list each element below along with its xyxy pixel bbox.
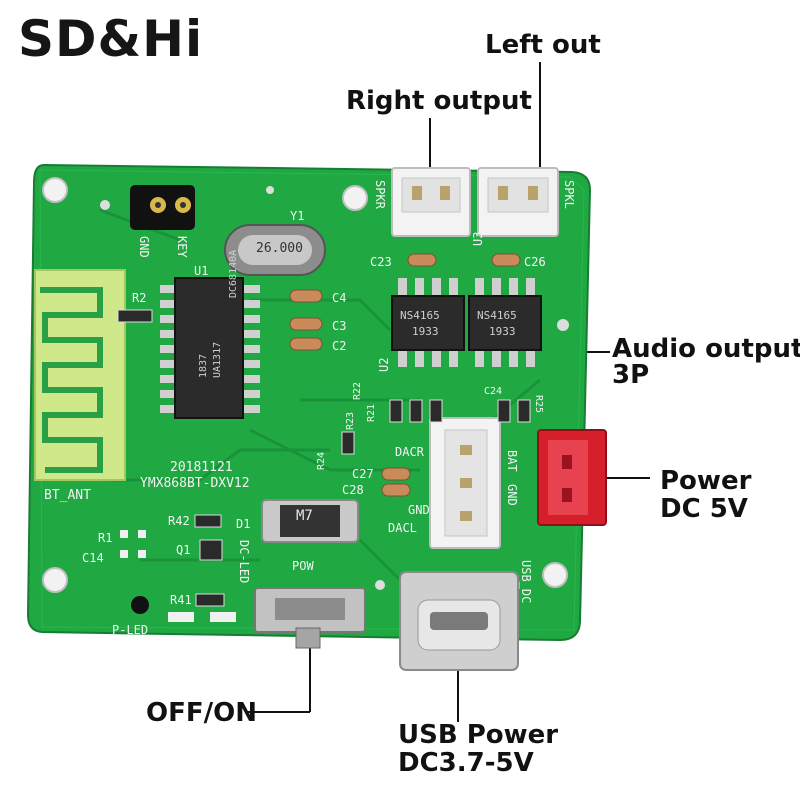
silk-spkl: SPKL (562, 180, 576, 209)
silk-u3: U3 (471, 231, 485, 246)
silk-c3: C3 (332, 319, 347, 333)
usb-connector (399, 571, 519, 671)
callout-audio-output-1: Audio output (612, 334, 800, 364)
silk-p-led: P-LED (112, 623, 149, 637)
silk-dacr: DACR (395, 445, 424, 459)
silk-y1: Y1 (290, 209, 305, 223)
silk-dc-led: DC-LED (237, 540, 251, 584)
silk-bat: BAT (505, 450, 519, 472)
silk-c24: C24 (484, 386, 503, 397)
silk-model: YMX868BT-DXV12 (140, 476, 250, 491)
silk-r2: R2 (132, 291, 147, 305)
silk-pow: POW (292, 559, 314, 573)
silk-q1: Q1 (176, 543, 191, 557)
amp-left-date: 1933 (412, 325, 439, 338)
callout-power-2: DC 5V (660, 494, 748, 524)
silk-r41: R41 (170, 593, 192, 607)
silk-r22: R22 (352, 381, 363, 400)
silk-r25: R25 (533, 395, 544, 414)
callout-usb-1: USB Power (398, 720, 559, 750)
silk-r42: R42 (168, 514, 190, 528)
amp-right-date: 1933 (489, 325, 516, 338)
mount-hole-bl (42, 567, 68, 593)
silk-r23: R23 (345, 411, 356, 430)
callout-left-out: Left out (485, 30, 601, 60)
crystal-label: 26.000 (256, 241, 303, 256)
callout-right-output: Right output (346, 86, 532, 116)
connector-spkl (477, 167, 559, 237)
silk-gnd2: GND (408, 503, 430, 517)
silk-u1: U1 (194, 264, 209, 278)
callout-audio-output-2: 3P (612, 360, 650, 390)
mount-hole-br (542, 562, 568, 588)
slide-switch (254, 587, 366, 649)
chip-main-line1: DC68140A (228, 249, 239, 298)
mount-hole-tl (42, 177, 68, 203)
silk-r24: R24 (316, 451, 327, 470)
silk-c2: C2 (332, 339, 347, 353)
amp-right-text: NS4165 (477, 309, 517, 322)
silk-dacl: DACL (388, 521, 417, 535)
silk-r1: R1 (98, 531, 113, 545)
silk-key: KEY (175, 236, 189, 258)
diode-label: M7 (296, 508, 313, 524)
p-led (131, 596, 149, 614)
silk-usb-dc: USB_DC (519, 560, 533, 604)
silk-gnd: GND (137, 236, 151, 258)
silk-c23: C23 (370, 255, 392, 269)
silk-c4: C4 (332, 291, 347, 305)
connector-spkr (391, 167, 471, 237)
silk-bt-ant: BT_ANT (44, 488, 91, 503)
callout-power-1: Power (660, 466, 752, 496)
silk-d1: D1 (236, 517, 251, 531)
chip-main-line3: 1837 (198, 353, 209, 378)
brand-text: SD&Hi (18, 10, 204, 68)
chip-amp-left (391, 278, 465, 367)
silk-c27: C27 (352, 467, 374, 481)
silk-c28: C28 (342, 483, 364, 497)
mount-hole-tm (342, 185, 368, 211)
connector-power-red (537, 429, 607, 526)
connector-audio-3p (429, 417, 501, 549)
silk-c26: C26 (524, 255, 546, 269)
silk-u2: U2 (377, 357, 391, 372)
chip-amp-right (468, 278, 542, 367)
chip-main-line2: UA1317 (212, 341, 223, 378)
bt-antenna (34, 269, 126, 481)
silk-c14: C14 (82, 551, 104, 565)
silk-r21: R21 (366, 403, 377, 422)
brand-logo: SD&Hi (18, 10, 203, 68)
silk-gnd3: GND (505, 484, 519, 506)
callout-usb-2: DC3.7-5V (398, 748, 534, 778)
callout-switch: OFF/ON (146, 698, 257, 728)
amp-left-text: NS4165 (400, 309, 440, 322)
silk-date: 20181121 (170, 460, 233, 475)
silk-spkr: SPKR (373, 180, 387, 209)
chip-main (160, 277, 260, 419)
